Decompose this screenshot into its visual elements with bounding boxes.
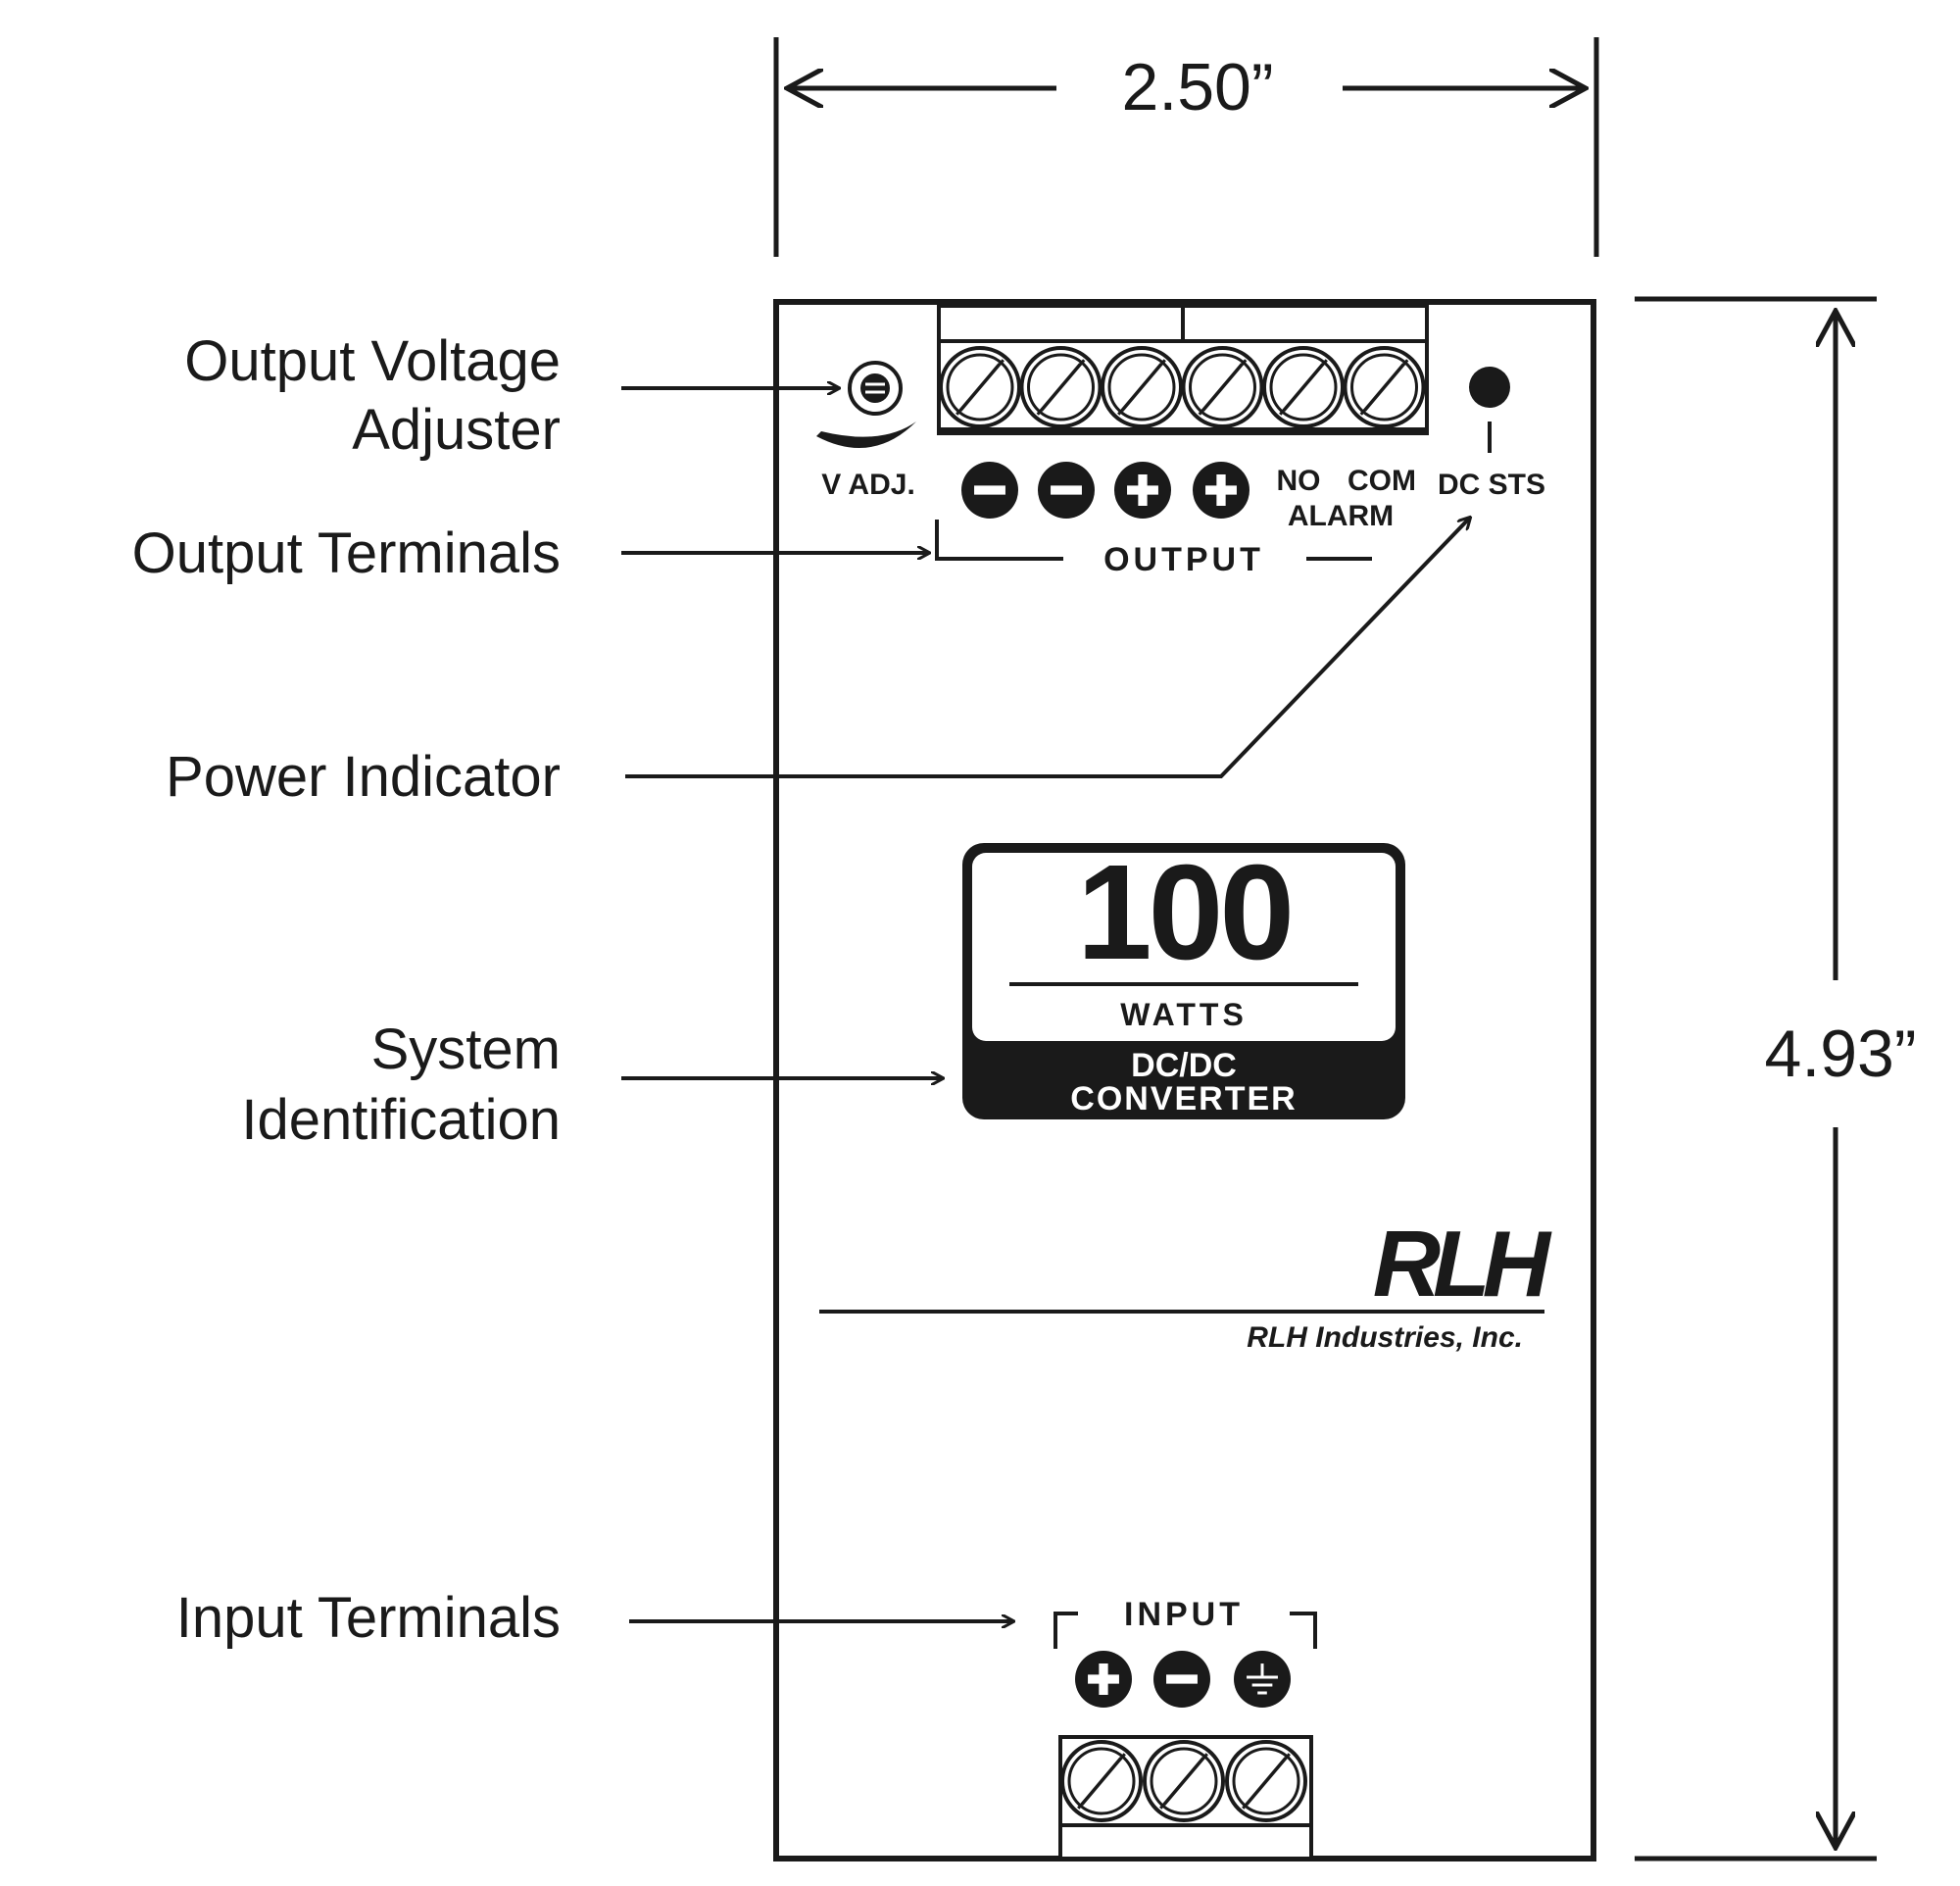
callout-output-terminals-label: Output Terminals [132, 521, 561, 585]
input-polarity-symbols [1075, 1651, 1291, 1708]
callout-input-terminals-label: Input Terminals [176, 1586, 561, 1650]
callout-power-indicator-label: Power Indicator [166, 745, 561, 809]
alarm-com-label: COM [1348, 465, 1416, 497]
system-identification-badge: 100 WATTS DC/DC CONVERTER [962, 837, 1405, 1119]
callout-system-id-line1: System [371, 1017, 561, 1081]
callout-input-terminals: Input Terminals [176, 1586, 1013, 1650]
badge-number: 100 [1077, 837, 1291, 988]
power-indicator-led [1469, 367, 1510, 408]
callout-output-terminals: Output Terminals [132, 521, 929, 585]
output-terminal-screw[interactable] [1343, 346, 1426, 428]
input-terminal-block [1058, 1735, 1313, 1861]
output-terminal-block [937, 304, 1429, 435]
callout-voltage-adjuster: Output Voltage Adjuster [184, 329, 839, 462]
dc-sts-label: DC STS [1438, 469, 1545, 501]
output-polarity-plus-icon [1114, 462, 1171, 519]
output-terminal-screw[interactable] [939, 346, 1021, 428]
output-terminal-screw[interactable] [1181, 346, 1264, 428]
output-polarity-minus-icon [1038, 462, 1095, 519]
callout-voltage-adjuster-line1: Output Voltage [184, 329, 561, 393]
company-name: RLH Industries, Inc. [1247, 1321, 1523, 1354]
output-terminal-screw[interactable] [1262, 346, 1345, 428]
output-polarity-minus-icon [961, 462, 1018, 519]
height-dimension: 4.93” [1635, 296, 1917, 1861]
alarm-label: ALARM [1288, 500, 1394, 532]
callout-power-indicator: Power Indicator [166, 518, 1470, 809]
output-polarity-symbols [961, 462, 1250, 519]
input-terminal-screw[interactable] [1225, 1740, 1307, 1822]
input-bracket: INPUT [1054, 1596, 1317, 1649]
output-polarity-plus-icon [1193, 462, 1250, 519]
logo-mark: RLH [1373, 1212, 1552, 1316]
callout-voltage-adjuster-line2: Adjuster [352, 398, 561, 462]
output-terminal-screw[interactable] [1101, 346, 1183, 428]
input-terminal-screw[interactable] [1060, 1740, 1143, 1822]
input-terminal-screw[interactable] [1143, 1740, 1225, 1822]
callout-system-id-line2: Identification [241, 1088, 561, 1152]
alarm-no-label: NO [1277, 465, 1321, 497]
voltage-adjuster-knob[interactable] [816, 361, 916, 448]
badge-line1: DC/DC [1131, 1047, 1237, 1084]
company-logo: RLH RLH Industries, Inc. [819, 1212, 1560, 1354]
badge-line2: CONVERTER [1070, 1080, 1297, 1117]
output-label: OUTPUT [1103, 541, 1264, 578]
width-dimension: 2.50” [773, 37, 1599, 257]
input-label: INPUT [1124, 1596, 1244, 1633]
output-bracket: OUTPUT [935, 520, 1372, 578]
output-terminal-screw[interactable] [1019, 346, 1102, 428]
callout-system-identification: System Identification [241, 1017, 943, 1152]
input-polarity-minus-icon [1153, 1651, 1210, 1708]
height-dimension-label: 4.93” [1765, 1017, 1917, 1091]
input-polarity-ground-icon [1234, 1651, 1291, 1708]
width-dimension-label: 2.50” [1122, 50, 1274, 124]
input-polarity-plus-icon [1075, 1651, 1132, 1708]
badge-unit: WATTS [1120, 997, 1248, 1032]
vadj-label: V ADJ. [821, 469, 915, 501]
